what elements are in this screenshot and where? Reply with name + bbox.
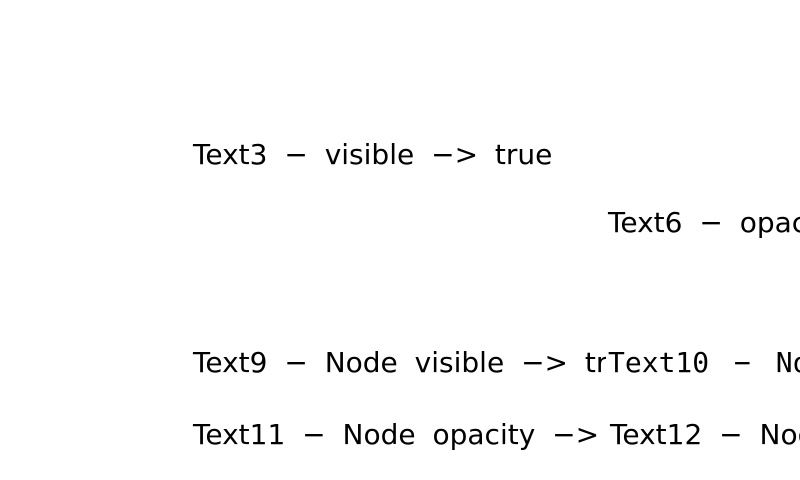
text-label-text6-opacity: Text6 − opacity [608, 206, 800, 239]
text-label-text10-node: Text10 − Node [606, 343, 800, 387]
text-label-text11-node-opacity: Text11 − Node opacity −> 0 [193, 418, 634, 451]
text-label-text12-node: Text12 − Node [608, 415, 800, 459]
text-label-text9-node-visible: Text9 − Node visible −> true [193, 346, 643, 379]
text-label-text3-visible: Text3 − visible −> true [193, 138, 553, 171]
